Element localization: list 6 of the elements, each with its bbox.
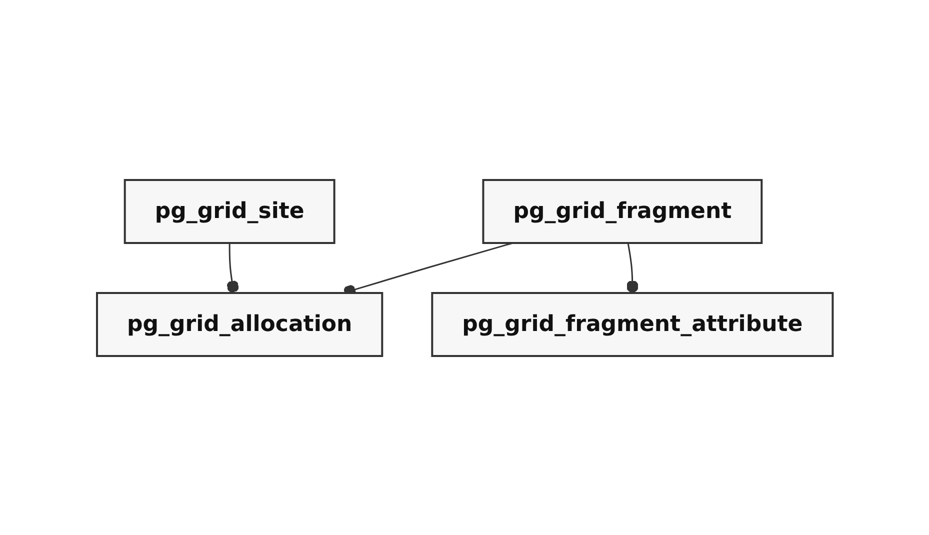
connector	[226, 242, 239, 293]
connector	[626, 242, 638, 292]
node-box: pg_grid_allocation	[96, 292, 383, 356]
node-box: pg_grid_fragment	[482, 178, 762, 244]
node-box: pg_grid_site	[123, 178, 335, 244]
node-box: pg_grid_fragment_attribute	[430, 292, 834, 356]
